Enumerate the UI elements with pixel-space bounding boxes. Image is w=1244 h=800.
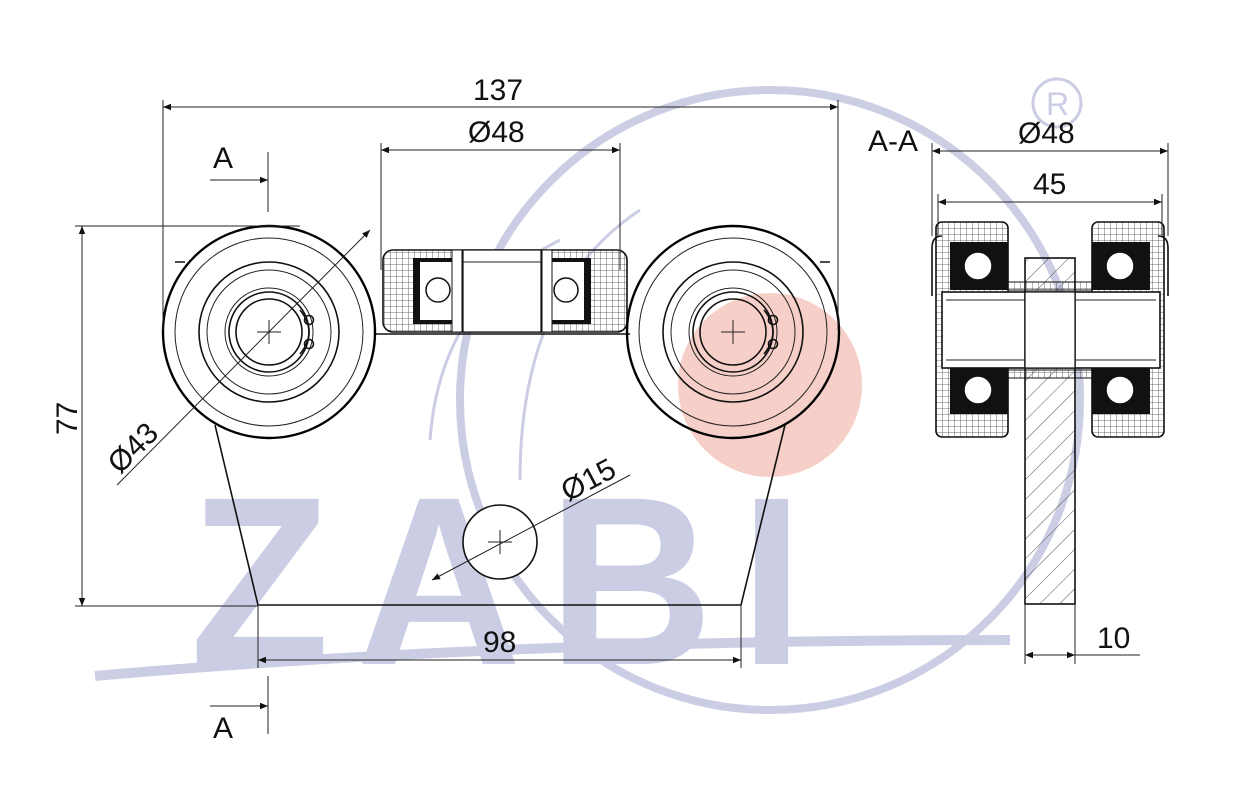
right-wheel xyxy=(625,224,841,440)
section-view xyxy=(931,221,1169,605)
watermark-swoosh xyxy=(94,635,1011,681)
registered-mark-circle xyxy=(1031,77,1083,129)
watermark-logo-text: ZABI xyxy=(190,447,830,715)
dim-wheel-diameter: Ø43 xyxy=(102,417,165,480)
section-marker-top: A xyxy=(213,142,233,175)
dim-height: 77 xyxy=(51,402,84,435)
carriage-body xyxy=(214,424,786,606)
dim-section-width: 45 xyxy=(1033,168,1066,201)
dim-section-diameter: Ø48 xyxy=(1018,117,1075,150)
center-wheel xyxy=(382,249,628,333)
watermark-ring xyxy=(456,86,1084,714)
section-title: A-A xyxy=(868,125,918,158)
dim-center-wheel-diameter: Ø48 xyxy=(468,116,525,149)
dim-base-width: 98 xyxy=(483,626,516,659)
watermark: ZABI R xyxy=(94,77,1084,715)
registered-mark: R xyxy=(1046,86,1069,122)
watermark-red-dot xyxy=(678,293,862,477)
section-marker-bottom: A xyxy=(213,712,233,745)
dim-total-width: 137 xyxy=(473,74,523,107)
mounting-hole xyxy=(462,504,538,580)
dim-plate-thickness: 10 xyxy=(1097,622,1130,655)
section-dimensions: A-A Ø48 45 10 xyxy=(868,117,1169,664)
